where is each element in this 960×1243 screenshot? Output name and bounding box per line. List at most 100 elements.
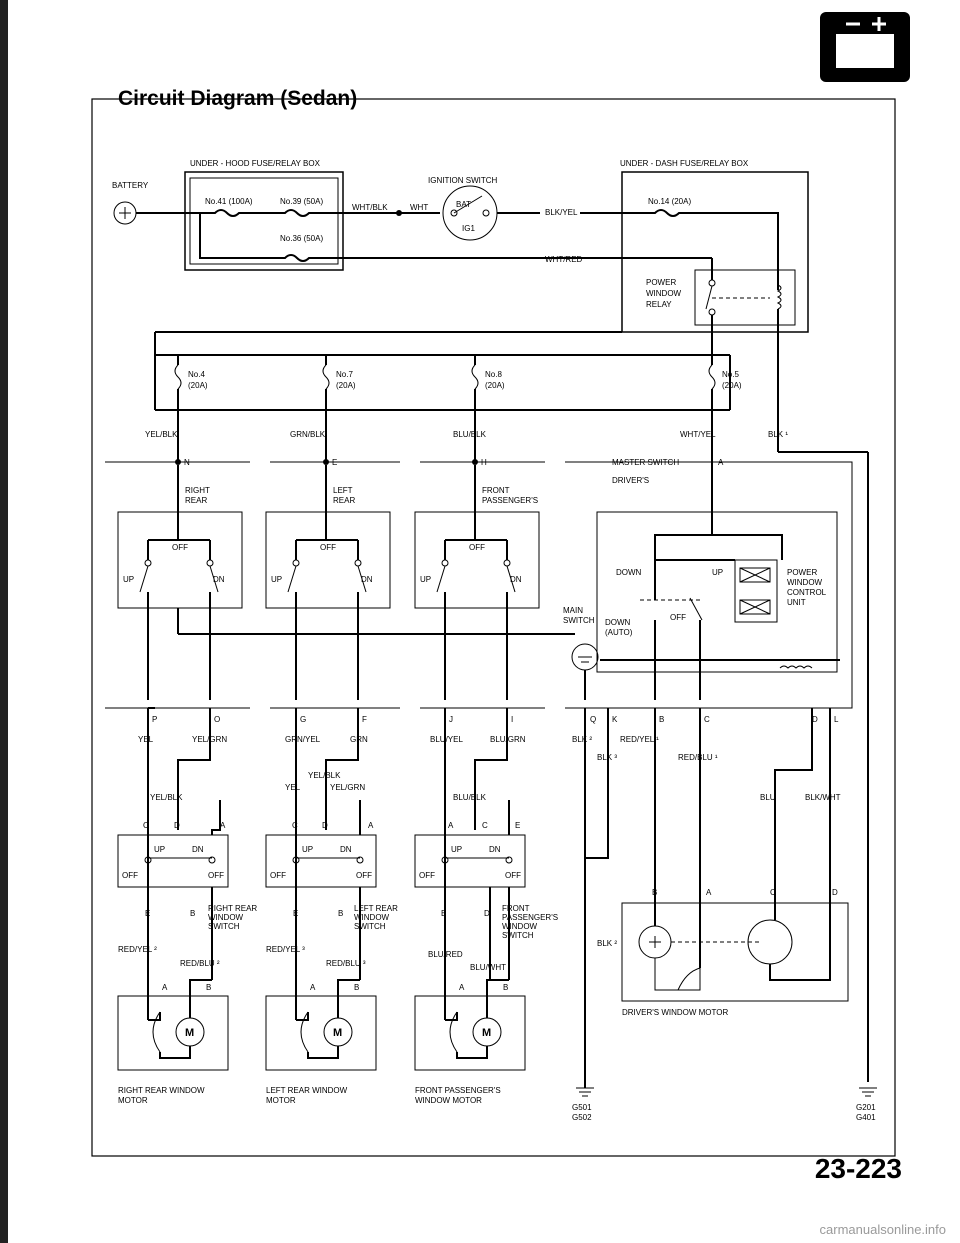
wire-red-blu2: RED/BLU ²: [180, 959, 220, 968]
terminal-I: I: [511, 715, 513, 724]
wire-yel-1: YEL: [138, 735, 154, 744]
wire-wht-red: WHT/RED: [545, 255, 583, 264]
ground-g201: G201 G401: [856, 1087, 877, 1122]
wire-red-yel1: RED/YEL ¹: [620, 735, 659, 744]
terminal-G: G: [300, 715, 306, 724]
terminal-E: E: [332, 458, 337, 467]
svg-text:E: E: [145, 909, 150, 918]
drivers-window-motor: B A C D DRIVER'S WINDOW MOTOR: [621, 888, 849, 1017]
svg-text:E: E: [293, 909, 298, 918]
svg-text:MOTOR: MOTOR: [266, 1096, 296, 1105]
wire-blu: BLU: [760, 793, 776, 802]
fuse41-label: No.41 (100A): [205, 197, 253, 206]
wire-yel-blk-lr: YEL/BLK: [308, 771, 341, 780]
right-rear-window-motor: A B M RIGHT REAR WINDOW MOTOR: [117, 983, 229, 1105]
svg-text:REAR: REAR: [333, 496, 355, 505]
power-window-relay: POWER WINDOW RELAY: [646, 258, 796, 326]
diagram-frame: [91, 98, 896, 1157]
fuse-no4: No.4 (20A): [174, 355, 208, 410]
watermark: carmanualsonline.info: [819, 1222, 946, 1237]
svg-text:OFF: OFF: [208, 871, 224, 880]
wire-blu-blk: BLU/BLK: [453, 430, 487, 439]
svg-text:WINDOW: WINDOW: [787, 578, 823, 587]
svg-text:MOTOR: MOTOR: [118, 1096, 148, 1105]
wire-blk1: BLK ¹: [768, 430, 788, 439]
wire-red-blu1: RED/BLU ¹: [678, 753, 718, 762]
svg-text:No.7: No.7: [336, 370, 353, 379]
svg-text:C: C: [482, 821, 488, 830]
svg-text:OFF: OFF: [356, 871, 372, 880]
svg-text:B: B: [338, 909, 343, 918]
svg-text:FRONT: FRONT: [482, 486, 510, 495]
wire-wht-blk: WHT/BLK: [352, 203, 388, 212]
svg-text:E: E: [515, 821, 520, 830]
svg-text:OFF: OFF: [122, 871, 138, 880]
svg-text:DN: DN: [489, 845, 501, 854]
wire-blk-wht: BLK/WHT: [805, 793, 841, 802]
svg-text:DN: DN: [213, 575, 225, 584]
master-switch-box: [105, 461, 853, 709]
main-switch-label-2: SWITCH: [563, 616, 595, 625]
wire-yel-2: YEL: [285, 783, 301, 792]
svg-text:WINDOW: WINDOW: [208, 913, 244, 922]
underdash-fuse-box: [621, 171, 809, 333]
off-label: OFF: [670, 613, 686, 622]
svg-text:A: A: [368, 821, 374, 830]
wire-red-blu3: RED/BLU ³: [326, 959, 366, 968]
power-window-control-unit: POWER WINDOW CONTROL UNIT: [734, 559, 827, 623]
left-rear-window-motor: A B M LEFT REAR WINDOW MOTOR: [265, 983, 377, 1105]
wire-blu-wht: BLU/WHT: [470, 963, 506, 972]
svg-text:C: C: [292, 821, 298, 830]
svg-text:(20A): (20A): [336, 381, 356, 390]
terminal-F: F: [362, 715, 367, 724]
terminal-N: N: [184, 458, 190, 467]
svg-text:No.5: No.5: [722, 370, 739, 379]
svg-text:FRONT PASSENGER'S: FRONT PASSENGER'S: [415, 1086, 501, 1095]
wire-yel-blk-rr: YEL/BLK: [150, 793, 183, 802]
svg-text:CONTROL: CONTROL: [787, 588, 827, 597]
fuse14-label: No.14 (20A): [648, 197, 691, 206]
svg-text:UP: UP: [420, 575, 431, 584]
left-rear-window-switch: C D A UP DN OFF OFF E B LEFT REAR WINDOW…: [265, 821, 398, 931]
fuse36-label: No.36 (50A): [280, 234, 323, 243]
svg-text:OFF: OFF: [320, 543, 336, 552]
master-switch-label: MASTER SWITCH: [612, 458, 679, 467]
fuse-no7: No.7 (20A): [322, 355, 356, 410]
battery-icon: [820, 12, 910, 82]
svg-text:G201: G201: [856, 1103, 876, 1112]
up-label: UP: [712, 568, 723, 577]
svg-text:IG1: IG1: [462, 224, 475, 233]
wire-blu-blk-fp: BLU/BLK: [453, 793, 487, 802]
svg-text:M: M: [482, 1027, 491, 1039]
down-auto-label: DOWN: [605, 618, 631, 627]
wire-grn-blk: GRN/BLK: [290, 430, 326, 439]
right-rear-window-switch: C D A UP DN OFF OFF E B RIGHT REAR WINDO…: [117, 821, 257, 931]
page-number: 23-223: [814, 1153, 902, 1184]
wire-yel-grn-2: YEL/GRN: [330, 783, 365, 792]
svg-text:OFF: OFF: [505, 871, 521, 880]
ignition-switch-label: IGNITION SWITCH: [428, 176, 498, 185]
svg-text:SWITCH: SWITCH: [208, 922, 240, 931]
svg-text:DN: DN: [510, 575, 522, 584]
svg-text:OFF: OFF: [469, 543, 485, 552]
svg-text:B: B: [503, 983, 508, 992]
svg-text:G502: G502: [572, 1113, 592, 1122]
terminal-H: H: [481, 458, 487, 467]
svg-text:(20A): (20A): [722, 381, 742, 390]
svg-text:D: D: [832, 888, 838, 897]
down-label: DOWN: [616, 568, 642, 577]
drivers-label: DRIVER'S: [612, 476, 649, 485]
svg-text:UP: UP: [271, 575, 282, 584]
battery-label: BATTERY: [112, 181, 149, 190]
terminal-A-top: A: [718, 458, 724, 467]
svg-text:C: C: [143, 821, 149, 830]
ignition-switch: BAT IG1: [442, 185, 498, 241]
svg-text:M: M: [333, 1027, 342, 1039]
terminal-L: L: [834, 715, 839, 724]
svg-text:RIGHT REAR: RIGHT REAR: [208, 904, 257, 913]
svg-text:C: C: [770, 888, 776, 897]
terminal-Q: Q: [590, 715, 596, 724]
svg-text:PASSENGER'S: PASSENGER'S: [482, 496, 538, 505]
down-auto-label-2: (AUTO): [605, 628, 633, 637]
